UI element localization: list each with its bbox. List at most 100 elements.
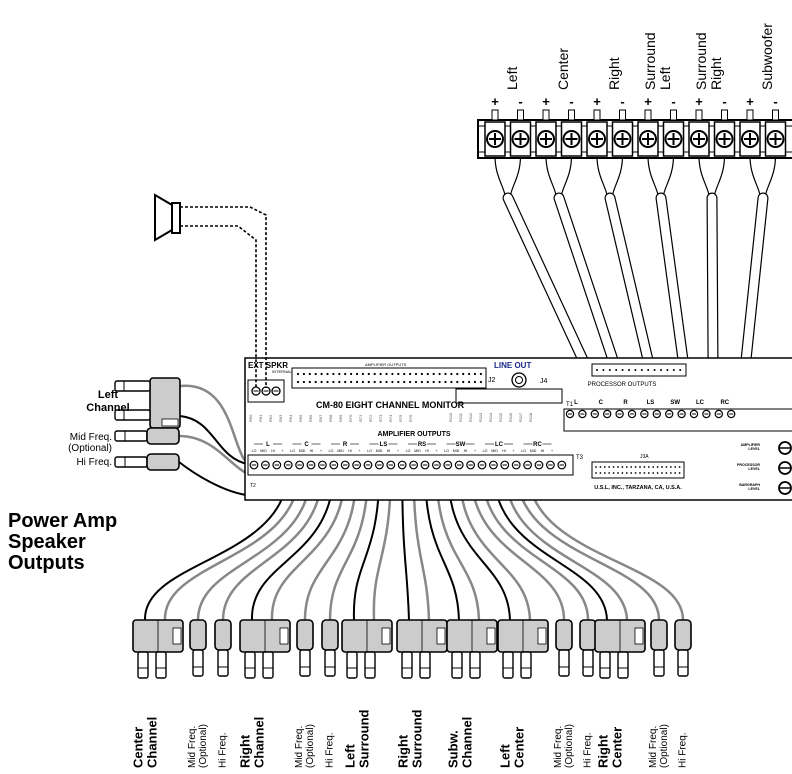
bottom-label: Channel	[145, 717, 160, 768]
bottom-label: Hi Freq.	[583, 732, 594, 768]
bottom-label: (Optional)	[305, 724, 316, 768]
banana-tip	[155, 651, 167, 679]
resistor-id: R69	[338, 414, 343, 422]
j2-pin	[296, 380, 300, 384]
bottom-label: Hi Freq.	[678, 732, 689, 768]
processor-group-label: LS	[647, 400, 655, 406]
bottom-label: Hi Freq.	[218, 732, 229, 768]
amp-sub-label: MID	[530, 449, 537, 453]
j2-pin	[432, 380, 435, 384]
j2-pin	[355, 372, 359, 376]
banana-body	[146, 453, 180, 471]
amp-sub-label: +	[474, 449, 476, 453]
bottom-label-group: Hi Freq.	[678, 732, 689, 768]
proc-pin	[647, 369, 650, 371]
single-plug-body	[321, 619, 339, 651]
amp-outputs-small-label: AMPLIFIER OUTPUTS	[365, 362, 407, 367]
cable-core	[656, 193, 688, 365]
resistor-id: R67	[318, 414, 323, 422]
amp-group-label: L	[266, 442, 270, 448]
single-plug-body	[214, 619, 232, 651]
j3a-pin	[599, 466, 602, 468]
terminal-tab	[670, 109, 677, 121]
bottom-label: Mid Freq.	[648, 726, 659, 768]
resistor-label: R75	[398, 414, 403, 422]
amp-sub-label: MID	[491, 449, 498, 453]
plus-sign: +	[593, 94, 601, 109]
bottom-label: Left	[498, 744, 513, 769]
top-channel-label: Left	[657, 67, 673, 90]
bottom-label: Channel	[460, 717, 475, 768]
single-plug-body	[296, 619, 314, 651]
amp-sub-label: HI	[502, 449, 506, 453]
bottom-label-group: Mid Freq.(Optional)	[187, 724, 209, 768]
left-channel-inputs	[114, 377, 181, 471]
bottom-label-group: Subw.Channel	[446, 717, 475, 768]
resistor-label: R69	[338, 414, 343, 422]
j3a-connector	[591, 461, 685, 479]
resistor-label: R74	[388, 414, 393, 422]
bottom-label: Center	[512, 727, 527, 768]
banana-tip	[677, 649, 689, 677]
j2-pin	[409, 372, 412, 376]
plug-ground-tab	[537, 627, 547, 645]
resistor-id: R72	[368, 414, 373, 422]
plus-sign: +	[695, 94, 703, 109]
banana-tip	[244, 651, 256, 679]
mid-freq-label-line: (Optional)	[68, 443, 112, 454]
bottom-label: Right	[238, 734, 253, 768]
banana-tip	[217, 649, 229, 677]
j3a-pin	[674, 466, 677, 468]
single-plug-body	[579, 619, 597, 651]
cable-core	[554, 193, 618, 365]
j2-pin	[479, 372, 482, 376]
j2-pin	[332, 372, 335, 376]
j3a-pin	[652, 472, 655, 474]
proc-pin	[640, 369, 643, 371]
resistor-label: R112	[468, 412, 473, 422]
j2-pin	[473, 380, 477, 384]
minus-sign: -	[518, 94, 522, 109]
bottom-label: Channel	[252, 717, 267, 768]
j3a-pin	[647, 472, 650, 474]
hi-freq-label: Hi Freq.	[76, 457, 112, 468]
bottom-label-group: Hi Freq.	[325, 732, 336, 768]
amp-sub-label: LO	[483, 449, 488, 453]
j2-pin	[414, 372, 418, 376]
power-amp-title-line: Outputs	[8, 552, 85, 574]
processor-group-label: C	[599, 400, 604, 406]
wire-plus	[494, 155, 506, 196]
banana-tip	[114, 430, 148, 442]
j3a-pin	[621, 472, 624, 474]
minus-sign: -	[620, 94, 624, 109]
bottom-label: (Optional)	[659, 724, 670, 768]
cable-core	[605, 193, 653, 365]
j3a-pin	[621, 466, 624, 468]
banana-tip	[599, 651, 611, 679]
j2-pin	[403, 380, 406, 384]
terminal-tab	[746, 109, 754, 121]
channel-label-group: Right	[606, 57, 622, 90]
speaker-cone	[154, 193, 173, 242]
j2-pin	[302, 380, 305, 384]
j2-pin	[373, 372, 376, 376]
j3a-pin	[661, 466, 663, 468]
j3a-pin	[599, 472, 602, 474]
j3a-pin	[603, 472, 606, 474]
amp-sub-label: MID	[414, 449, 421, 453]
proc-pin	[634, 369, 637, 371]
banana-tip	[346, 651, 358, 679]
minus-sign: -	[722, 94, 726, 109]
proc-pin	[679, 369, 682, 371]
top-channel-label: Right	[606, 57, 622, 90]
j2-pin	[326, 372, 329, 376]
j3a-label: J3A	[640, 454, 649, 460]
proc-pin	[628, 369, 630, 371]
resistor-label: R67	[318, 414, 323, 422]
banana-tip	[617, 651, 629, 679]
resistor-label: R63	[278, 414, 283, 422]
